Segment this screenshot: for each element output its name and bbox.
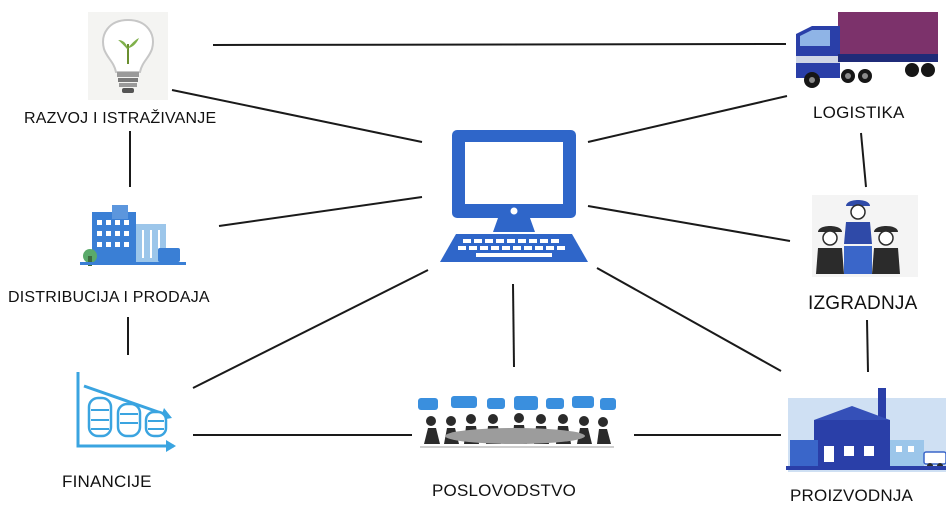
truck-icon [796,12,938,88]
line-distribucija-computer [218,196,423,227]
buildings-icon [80,205,186,266]
coins-chart-icon [76,372,176,452]
label-poslovodstvo: POSLOVODSTVO [432,481,577,500]
lightbulb-icon [88,12,168,100]
meeting-icon [418,396,616,448]
line-financije-computer [192,269,429,389]
line-razvoj-computer [171,89,423,143]
line-logistika-izgradnja [860,132,867,188]
label-razvoj: RAZVOJ I ISTRAŽIVANJE [24,110,217,127]
label-financije: FINANCIJE [62,472,152,491]
line-razvoj-logistika [212,43,787,46]
line-poslovodstvo-computer [512,283,515,368]
line-izgradnja-proizvodnja [866,319,869,373]
workers-icon [812,195,918,277]
computer-icon [440,130,588,262]
line-logistika-computer [587,95,788,143]
line-proizvodnja-computer [596,267,782,372]
connection-lines [127,43,869,436]
label-proizvodnja: PROIZVODNJA [790,486,914,505]
label-logistika: LOGISTIKA [813,103,905,122]
factory-icon [786,388,946,472]
line-izgradnja-computer [587,205,791,242]
label-distribucija: DISTRIBUCIJA I PRODAJA [8,289,210,306]
label-izgradnja: IZGRADNJA [808,293,918,314]
